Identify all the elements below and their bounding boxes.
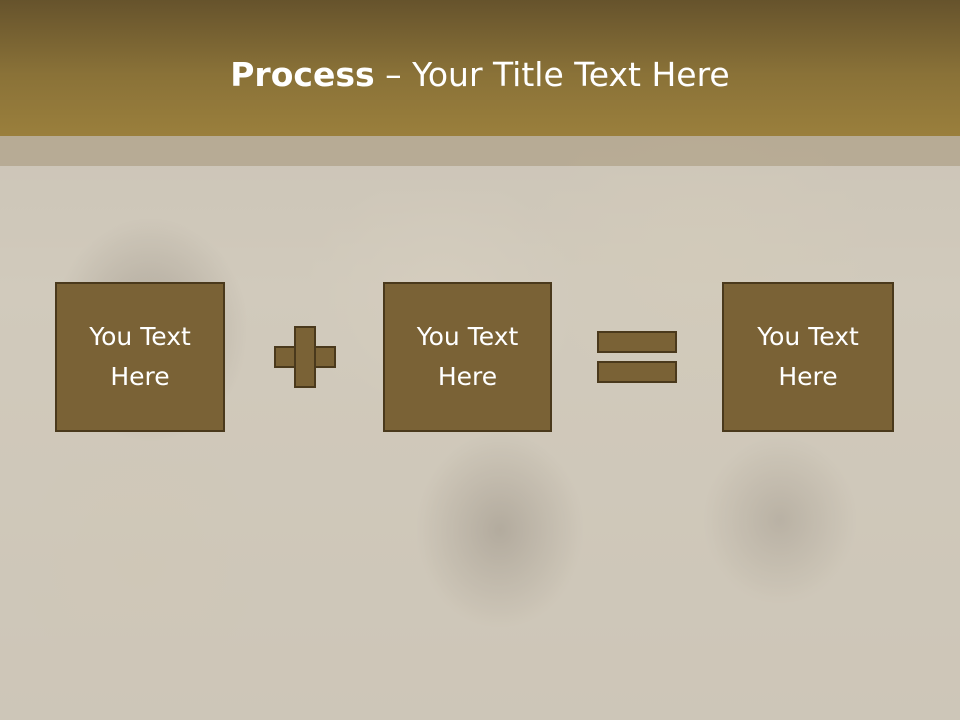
- equals-bar-top: [597, 331, 677, 353]
- slide-title-bold: Process: [230, 55, 375, 94]
- slide-title: Process – Your Title Text Here: [0, 52, 960, 98]
- plus-icon: [274, 326, 336, 388]
- title-bar: [0, 0, 960, 136]
- process-box-2-text: You Text Here: [416, 322, 519, 391]
- process-box-1-text: You Text Here: [89, 322, 191, 391]
- process-box-1[interactable]: You Text Here: [55, 282, 225, 432]
- slide-title-rest: – Your Title Text Here: [374, 55, 730, 94]
- equals-bar-bottom: [597, 361, 677, 383]
- process-box-3[interactable]: You Text Here: [722, 282, 894, 432]
- title-divider-strip: [0, 136, 960, 166]
- process-box-3-text: You Text Here: [757, 322, 859, 391]
- process-box-2[interactable]: You Text Here: [383, 282, 552, 432]
